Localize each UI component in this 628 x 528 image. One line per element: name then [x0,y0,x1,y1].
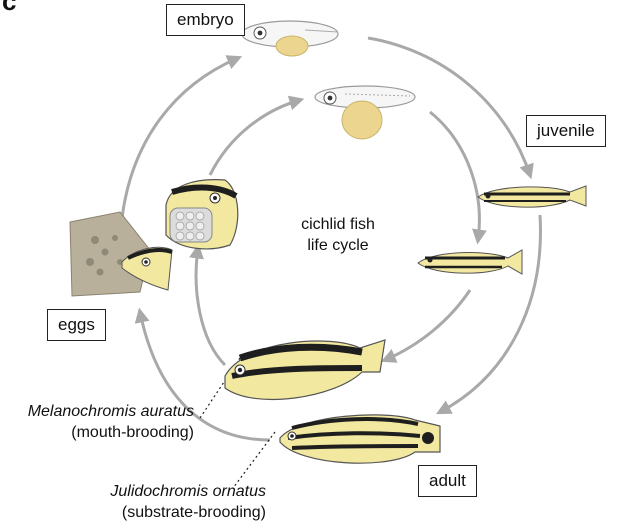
arrow-juvenile-to-adult-outer [436,214,542,415]
inner-cycle-arrows [189,95,487,367]
species-label-julidochromis: Julidochromis ornatus (substrate-broodin… [62,482,266,522]
species-label-melanochromis: Melanochromis auratus (mouth-brooding) [8,402,194,442]
arrow-embryo-to-juvenile-outer [367,36,534,180]
embryo-label: embryo [166,4,245,36]
arrow-eggs-to-embryo-outer [120,55,243,219]
mouth-brooding-head-illustration [165,179,239,250]
species-name: Melanochromis auratus [27,403,194,420]
embryo-outer-illustration [241,20,339,57]
species-leader-lines [199,357,276,489]
arrow-adult-to-eggs-outer [134,307,271,442]
adult-julidochromis-illustration [279,414,441,464]
center-title-line1: cichlid fish [301,216,375,233]
rock-eggs-illustration [69,211,173,297]
embryo-inner-illustration [314,85,416,140]
arrow-embryo-to-juvenile-inner [429,110,487,245]
diagram-center-title: cichlid fish life cycle [288,215,388,257]
adult-label: adult [418,465,477,497]
juvenile-outer-illustration [477,185,587,208]
juvenile-label: juvenile [526,115,606,147]
arrow-adult-to-mouth-inner [189,243,227,367]
arrow-juvenile-to-adult-inner [380,289,472,363]
species-name: Julidochromis ornatus [110,483,266,500]
juvenile-inner-illustration [417,249,523,275]
panel-letter: c [2,0,17,16]
eggs-label: eggs [47,309,106,341]
species-mode: (substrate-brooding) [121,504,266,522]
outer-cycle-arrows [120,36,542,442]
arrow-mouth-to-embryo-inner [208,95,305,176]
species-mode: (mouth-brooding) [71,424,194,442]
center-title-line2: life cycle [307,236,369,254]
adult-melanochromis-illustration [224,339,386,401]
